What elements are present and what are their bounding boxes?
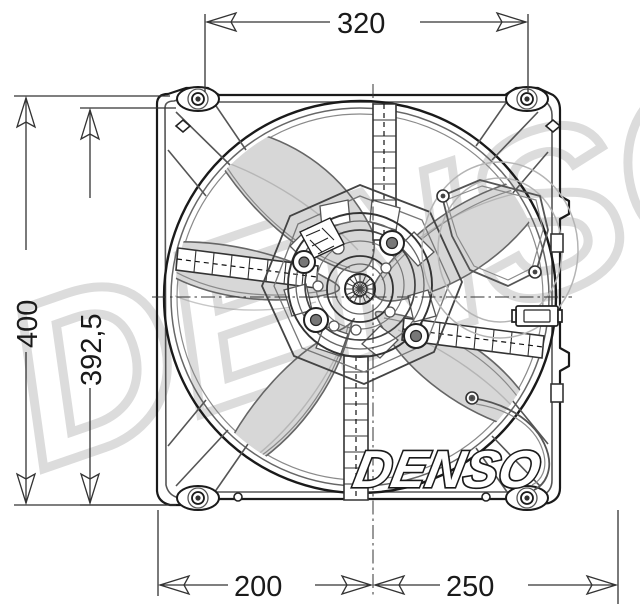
support-arm-bottom (343, 355, 369, 501)
hub-spokes (345, 274, 375, 304)
hub-bolt-bosses (292, 230, 429, 349)
mounting-boss-bottom-left (176, 485, 220, 511)
dimension-392-5: 392,5 (76, 107, 176, 506)
shroud-inner-rim (164, 95, 553, 498)
dimension-label-400: 400 (12, 300, 44, 348)
hub-connector-block (299, 217, 345, 259)
side-mounting-tabs (550, 233, 564, 403)
shroud-corner-webs (167, 99, 549, 497)
dimension-annotations: 320 400 392,5 (12, 8, 619, 604)
electrical-connector (511, 305, 563, 327)
dimension-label-250: 250 (446, 571, 494, 603)
dimension-label-320: 320 (337, 8, 385, 40)
dimension-label-392-5: 392,5 (76, 313, 108, 386)
dimension-250: 250 (372, 510, 619, 604)
dimension-320: 320 (204, 8, 529, 92)
lower-right-bracket (465, 391, 551, 491)
dimension-200: 200 (157, 510, 374, 603)
centerlines (152, 84, 572, 596)
harness-clips (436, 189, 542, 279)
mounting-boss-bottom-right (505, 485, 549, 511)
motor-carrier-plate (261, 184, 463, 385)
denso-logo-text: DENSO (349, 440, 545, 498)
mounting-boss-top-right (505, 86, 549, 112)
mounting-boss-top-left (176, 86, 220, 112)
locator-holes (174, 118, 562, 502)
dimension-label-200: 200 (234, 571, 282, 603)
fan-assembly-graphic (152, 84, 579, 596)
denso-logo: DENSO (347, 439, 546, 501)
fan-support-arms (175, 103, 545, 501)
mounting-bosses (176, 86, 549, 511)
hub-detail-holes (312, 241, 396, 336)
